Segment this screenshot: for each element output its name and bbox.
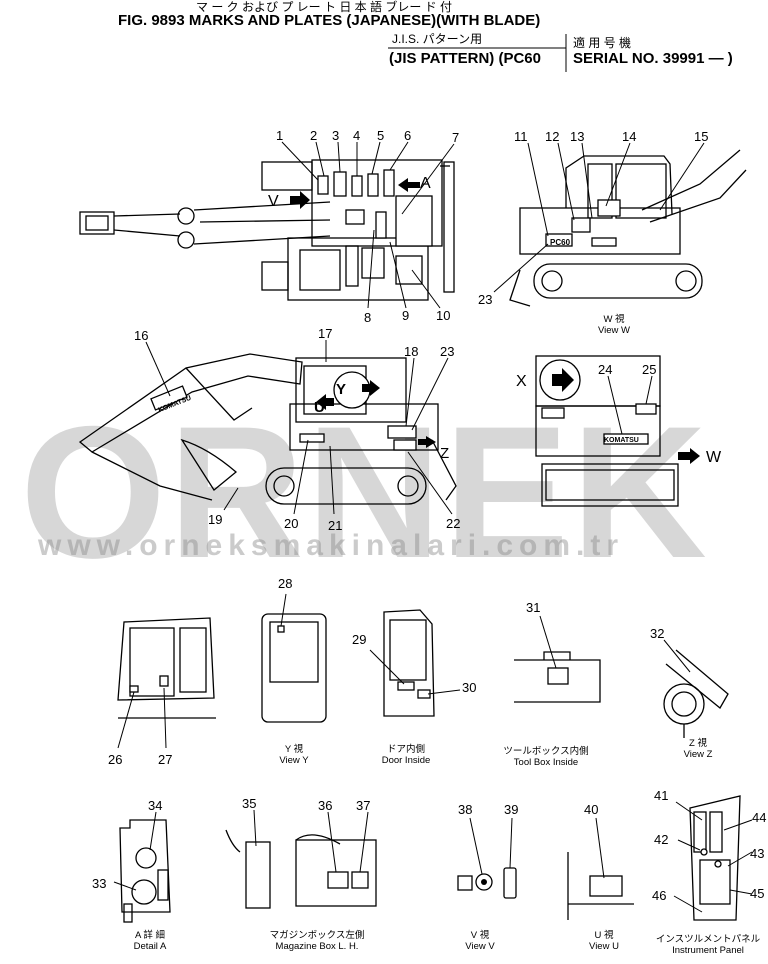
watermark-url: www.orneksmakinalari.com.tr — [38, 529, 625, 562]
callout-6: 6 — [404, 128, 411, 143]
callout-23b: 23 — [440, 344, 454, 359]
view-u-drawing — [567, 817, 634, 920]
magazine-box-drawing — [225, 809, 377, 909]
callout-3: 3 — [332, 128, 339, 143]
callout-1: 1 — [276, 128, 283, 143]
callout-40: 40 — [584, 802, 598, 817]
header-japanese-line1: マ ー ク および プ レー ト 日 本 語 ブレー ド 付 — [196, 0, 453, 14]
callout-36: 36 — [318, 798, 332, 813]
callout-16: 16 — [134, 328, 148, 343]
callout-42: 42 — [654, 832, 668, 847]
callout-45: 45 — [750, 886, 764, 901]
callout-25: 25 — [642, 362, 656, 377]
callout-34: 34 — [148, 798, 162, 813]
callout-24: 24 — [598, 362, 612, 377]
marker-w: W — [706, 449, 722, 466]
serial-number: SERIAL NO. 39991 — ) — [573, 50, 733, 67]
callout-37: 37 — [356, 798, 370, 813]
callout-27: 27 — [158, 752, 172, 767]
callout-41: 41 — [654, 788, 668, 803]
callout-11: 11 — [514, 129, 528, 144]
callout-17: 17 — [318, 326, 332, 341]
callout-44: 44 — [752, 810, 766, 825]
watermark-logo: ORNEK — [20, 387, 709, 597]
callout-39: 39 — [504, 802, 518, 817]
callout-43: 43 — [750, 846, 764, 861]
view-z-drawing — [663, 639, 729, 738]
callout-28: 28 — [278, 576, 292, 591]
door-inside-drawing — [369, 609, 461, 717]
callout-20: 20 — [284, 516, 298, 531]
marker-u: U — [314, 399, 325, 416]
top-view-drawing — [79, 141, 455, 309]
marker-a: A — [420, 175, 431, 192]
callout-7: 7 — [452, 130, 459, 145]
door-front-drawing — [261, 593, 327, 723]
callout-18: 18 — [404, 344, 418, 359]
callout-13: 13 — [570, 129, 584, 144]
callout-31: 31 — [526, 600, 540, 615]
callout-12: 12 — [545, 129, 559, 144]
callout-26: 26 — [108, 752, 122, 767]
view-v-drawing — [457, 817, 517, 899]
header-japanese-line2: J.I.S. パターン用 — [392, 32, 483, 46]
callout-4: 4 — [353, 128, 360, 143]
tool-box-drawing — [514, 615, 601, 703]
callout-19: 19 — [208, 512, 222, 527]
model-plate: PC60 — [550, 238, 571, 247]
callout-21: 21 — [328, 518, 342, 533]
marker-v: V — [268, 193, 279, 210]
callout-2: 2 — [310, 128, 317, 143]
applicable-machine-jp: 適 用 号 機 — [573, 36, 632, 50]
callout-29: 29 — [352, 632, 366, 647]
callout-35: 35 — [242, 796, 256, 811]
callout-30: 30 — [462, 680, 476, 695]
instrument-panel-drawing — [673, 795, 753, 921]
marker-x: X — [516, 373, 527, 390]
side-view-drawing: KOMATSU — [78, 340, 457, 515]
callout-32: 32 — [650, 626, 664, 641]
callout-10: 10 — [436, 308, 450, 323]
callout-22: 22 — [446, 516, 460, 531]
rear-view-drawing: KOMATSU — [535, 355, 700, 507]
callout-38: 38 — [458, 802, 472, 817]
marker-y: Y — [336, 381, 346, 398]
callout-9: 9 — [402, 308, 409, 323]
detail-a-drawing — [113, 811, 171, 923]
callout-14: 14 — [622, 129, 636, 144]
pattern-label: (JIS PATTERN) (PC60 — [389, 50, 541, 67]
view-w-drawing — [493, 142, 747, 307]
cab-view-drawing — [117, 617, 216, 749]
rear-decal-text: KOMATSU — [604, 437, 639, 444]
marker-z: Z — [440, 445, 449, 462]
callout-46: 46 — [652, 888, 666, 903]
callout-5: 5 — [377, 128, 384, 143]
figure-title: FIG. 9893 MARKS AND PLATES (JAPANESE)(WI… — [118, 12, 541, 29]
callout-23a: 23 — [478, 292, 492, 307]
callout-8: 8 — [364, 310, 371, 325]
callout-15: 15 — [694, 129, 708, 144]
callout-33: 33 — [92, 876, 106, 891]
